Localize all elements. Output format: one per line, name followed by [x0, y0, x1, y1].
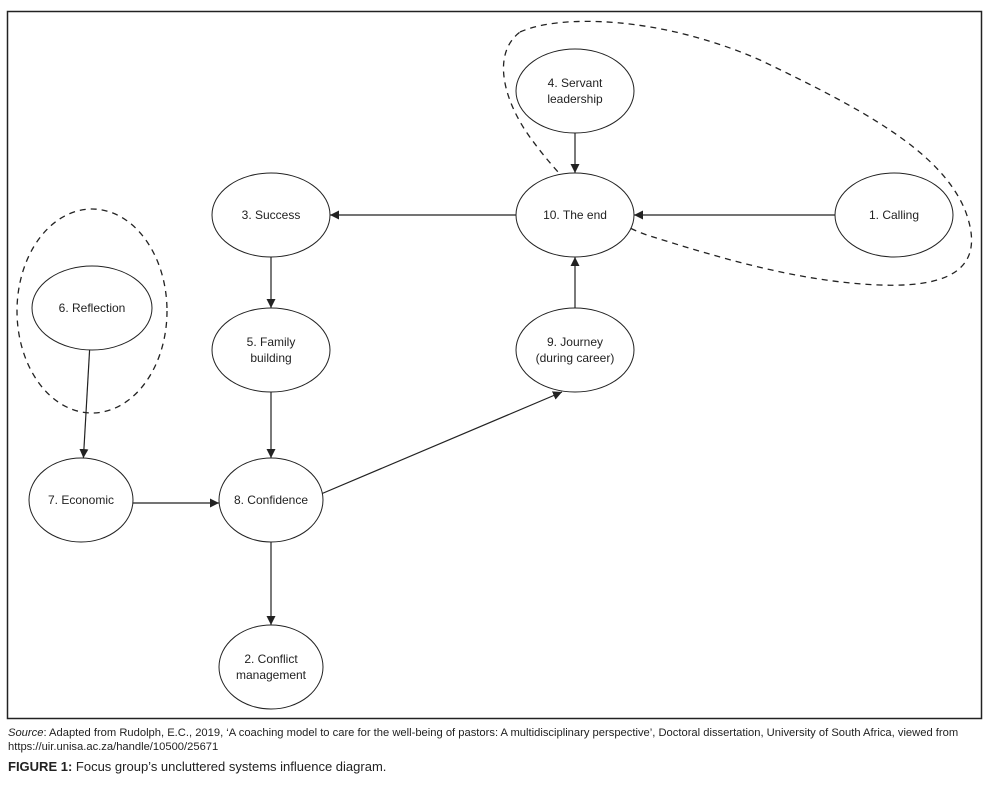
node-label: 5. Family: [247, 335, 296, 349]
node-ellipse: [218, 624, 324, 710]
node-ellipse: [211, 307, 331, 393]
node-label: 2. Conflict: [244, 652, 298, 666]
node-ellipse: [515, 48, 635, 134]
node-ellipse: [218, 457, 324, 543]
node-ellipse: [31, 265, 153, 351]
node-n5: 5. Family building: [211, 307, 331, 393]
node-ellipse: [515, 172, 635, 258]
node-ellipse: [211, 172, 331, 258]
node-label: 4. Servant: [548, 76, 603, 90]
node-n9: 9. Journey (during career): [515, 307, 635, 393]
dashed-group-calling: [502, 20, 973, 286]
figure-caption-text: Focus group’s uncluttered systems influe…: [72, 759, 387, 774]
node-n1: 1. Calling: [834, 172, 954, 258]
node-label: management: [236, 668, 307, 682]
source-label: Source: [8, 727, 44, 739]
node-label: 8. Confidence: [234, 493, 308, 507]
node-label: 10. The end: [543, 208, 607, 222]
node-n3: 3. Success: [211, 172, 331, 258]
node-n2: 2. Conflict management: [218, 624, 324, 710]
node-n6: 6. Reflection: [31, 265, 153, 351]
node-label: 9. Journey: [547, 335, 603, 349]
node-ellipse: [515, 307, 635, 393]
source-text: : Adapted from Rudolph, E.C., 2019, ‘A c…: [8, 727, 959, 753]
node-label: 7. Economic: [48, 493, 114, 507]
node-n4: 4. Servant leadership: [515, 48, 635, 134]
source-note: Source: Adapted from Rudolph, E.C., 2019…: [8, 726, 988, 754]
edge-n6-to-n7: [79, 349, 91, 459]
diagram-frame: [6, 10, 983, 720]
node-ellipse: [28, 457, 134, 543]
node-label: building: [250, 351, 291, 365]
figure-label: FIGURE 1:: [8, 759, 73, 774]
node-label: leadership: [547, 92, 603, 106]
node-n7: 7. Economic: [28, 457, 134, 543]
edge-n8-to-n9: [320, 391, 563, 495]
node-n8: 8. Confidence: [218, 457, 324, 543]
node-label: (during career): [536, 351, 615, 365]
influence-diagram: 1. Calling 2. Conflict management 3. Succes…: [6, 10, 983, 720]
figure-caption: FIGURE 1: Focus group’s uncluttered syst…: [8, 760, 386, 774]
node-label: 1. Calling: [869, 208, 919, 222]
node-label: 6. Reflection: [59, 301, 126, 315]
dashed-group-reflection: [16, 208, 168, 414]
node-ellipse: [834, 172, 954, 258]
node-label: 3. Success: [242, 208, 301, 222]
node-n10: 10. The end: [515, 172, 635, 258]
